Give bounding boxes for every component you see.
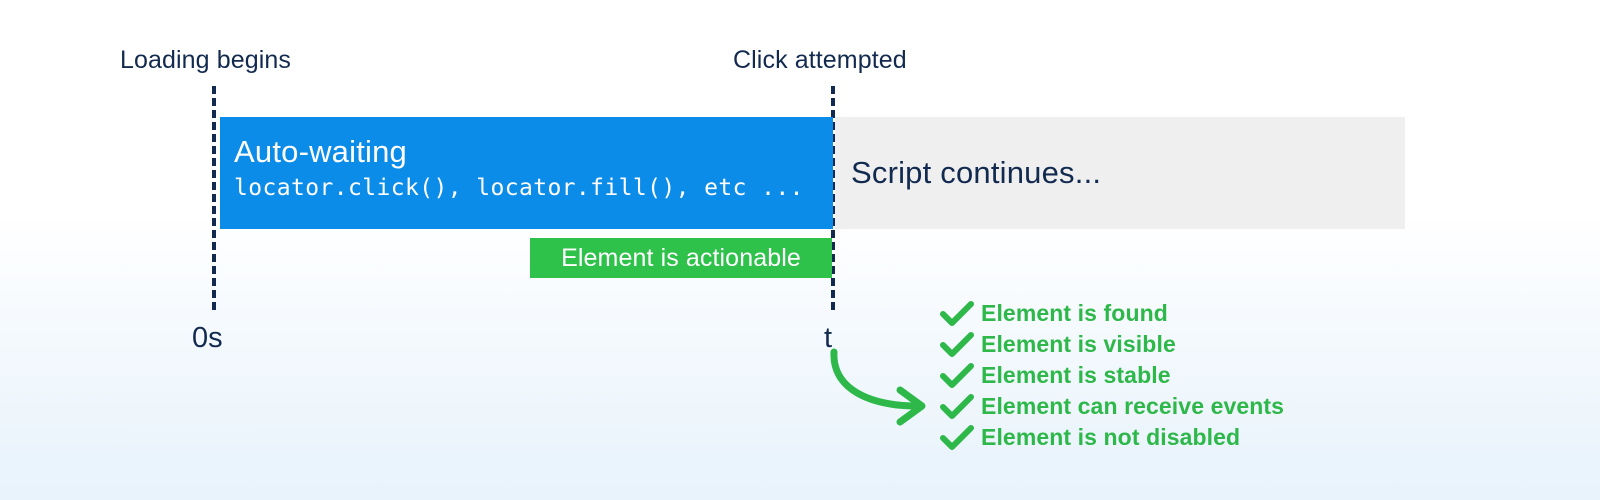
- click-attempted-caption: Click attempted: [733, 46, 907, 74]
- check-icon: [940, 362, 974, 388]
- auto-waiting-bar: Auto-waiting locator.click(), locator.fi…: [220, 117, 833, 229]
- script-continues-title: Script continues...: [851, 155, 1102, 190]
- element-actionable-badge: Element is actionable: [530, 238, 832, 278]
- actionability-checklist: Element is found Element is visible Elem…: [940, 298, 1284, 453]
- list-item: Element is not disabled: [940, 422, 1284, 453]
- list-item-label: Element is visible: [981, 331, 1176, 357]
- script-continues-bar: Script continues...: [835, 117, 1405, 229]
- list-item: Element can receive events: [940, 391, 1284, 422]
- auto-waiting-title: Auto-waiting: [234, 134, 407, 169]
- check-icon: [940, 300, 974, 326]
- timeline-marker-start: [212, 86, 216, 310]
- curved-arrow-icon: [830, 348, 926, 426]
- loading-begins-caption: Loading begins: [120, 46, 291, 74]
- list-item-label: Element can receive events: [981, 393, 1285, 419]
- element-actionable-label: Element is actionable: [561, 243, 801, 272]
- list-item-label: Element is not disabled: [981, 424, 1241, 450]
- list-item: Element is stable: [940, 360, 1284, 391]
- list-item-label: Element is stable: [981, 362, 1171, 388]
- timeline-marker-end: [831, 86, 835, 310]
- list-item: Element is found: [940, 298, 1284, 329]
- axis-label-zero: 0s: [192, 322, 223, 354]
- auto-waiting-code: locator.click(), locator.fill(), etc ...: [234, 175, 804, 201]
- axis-label-t: t: [824, 322, 833, 354]
- check-icon: [940, 331, 974, 357]
- list-item-label: Element is found: [981, 300, 1168, 326]
- check-icon: [940, 393, 974, 419]
- list-item: Element is visible: [940, 329, 1284, 360]
- check-icon: [940, 424, 974, 450]
